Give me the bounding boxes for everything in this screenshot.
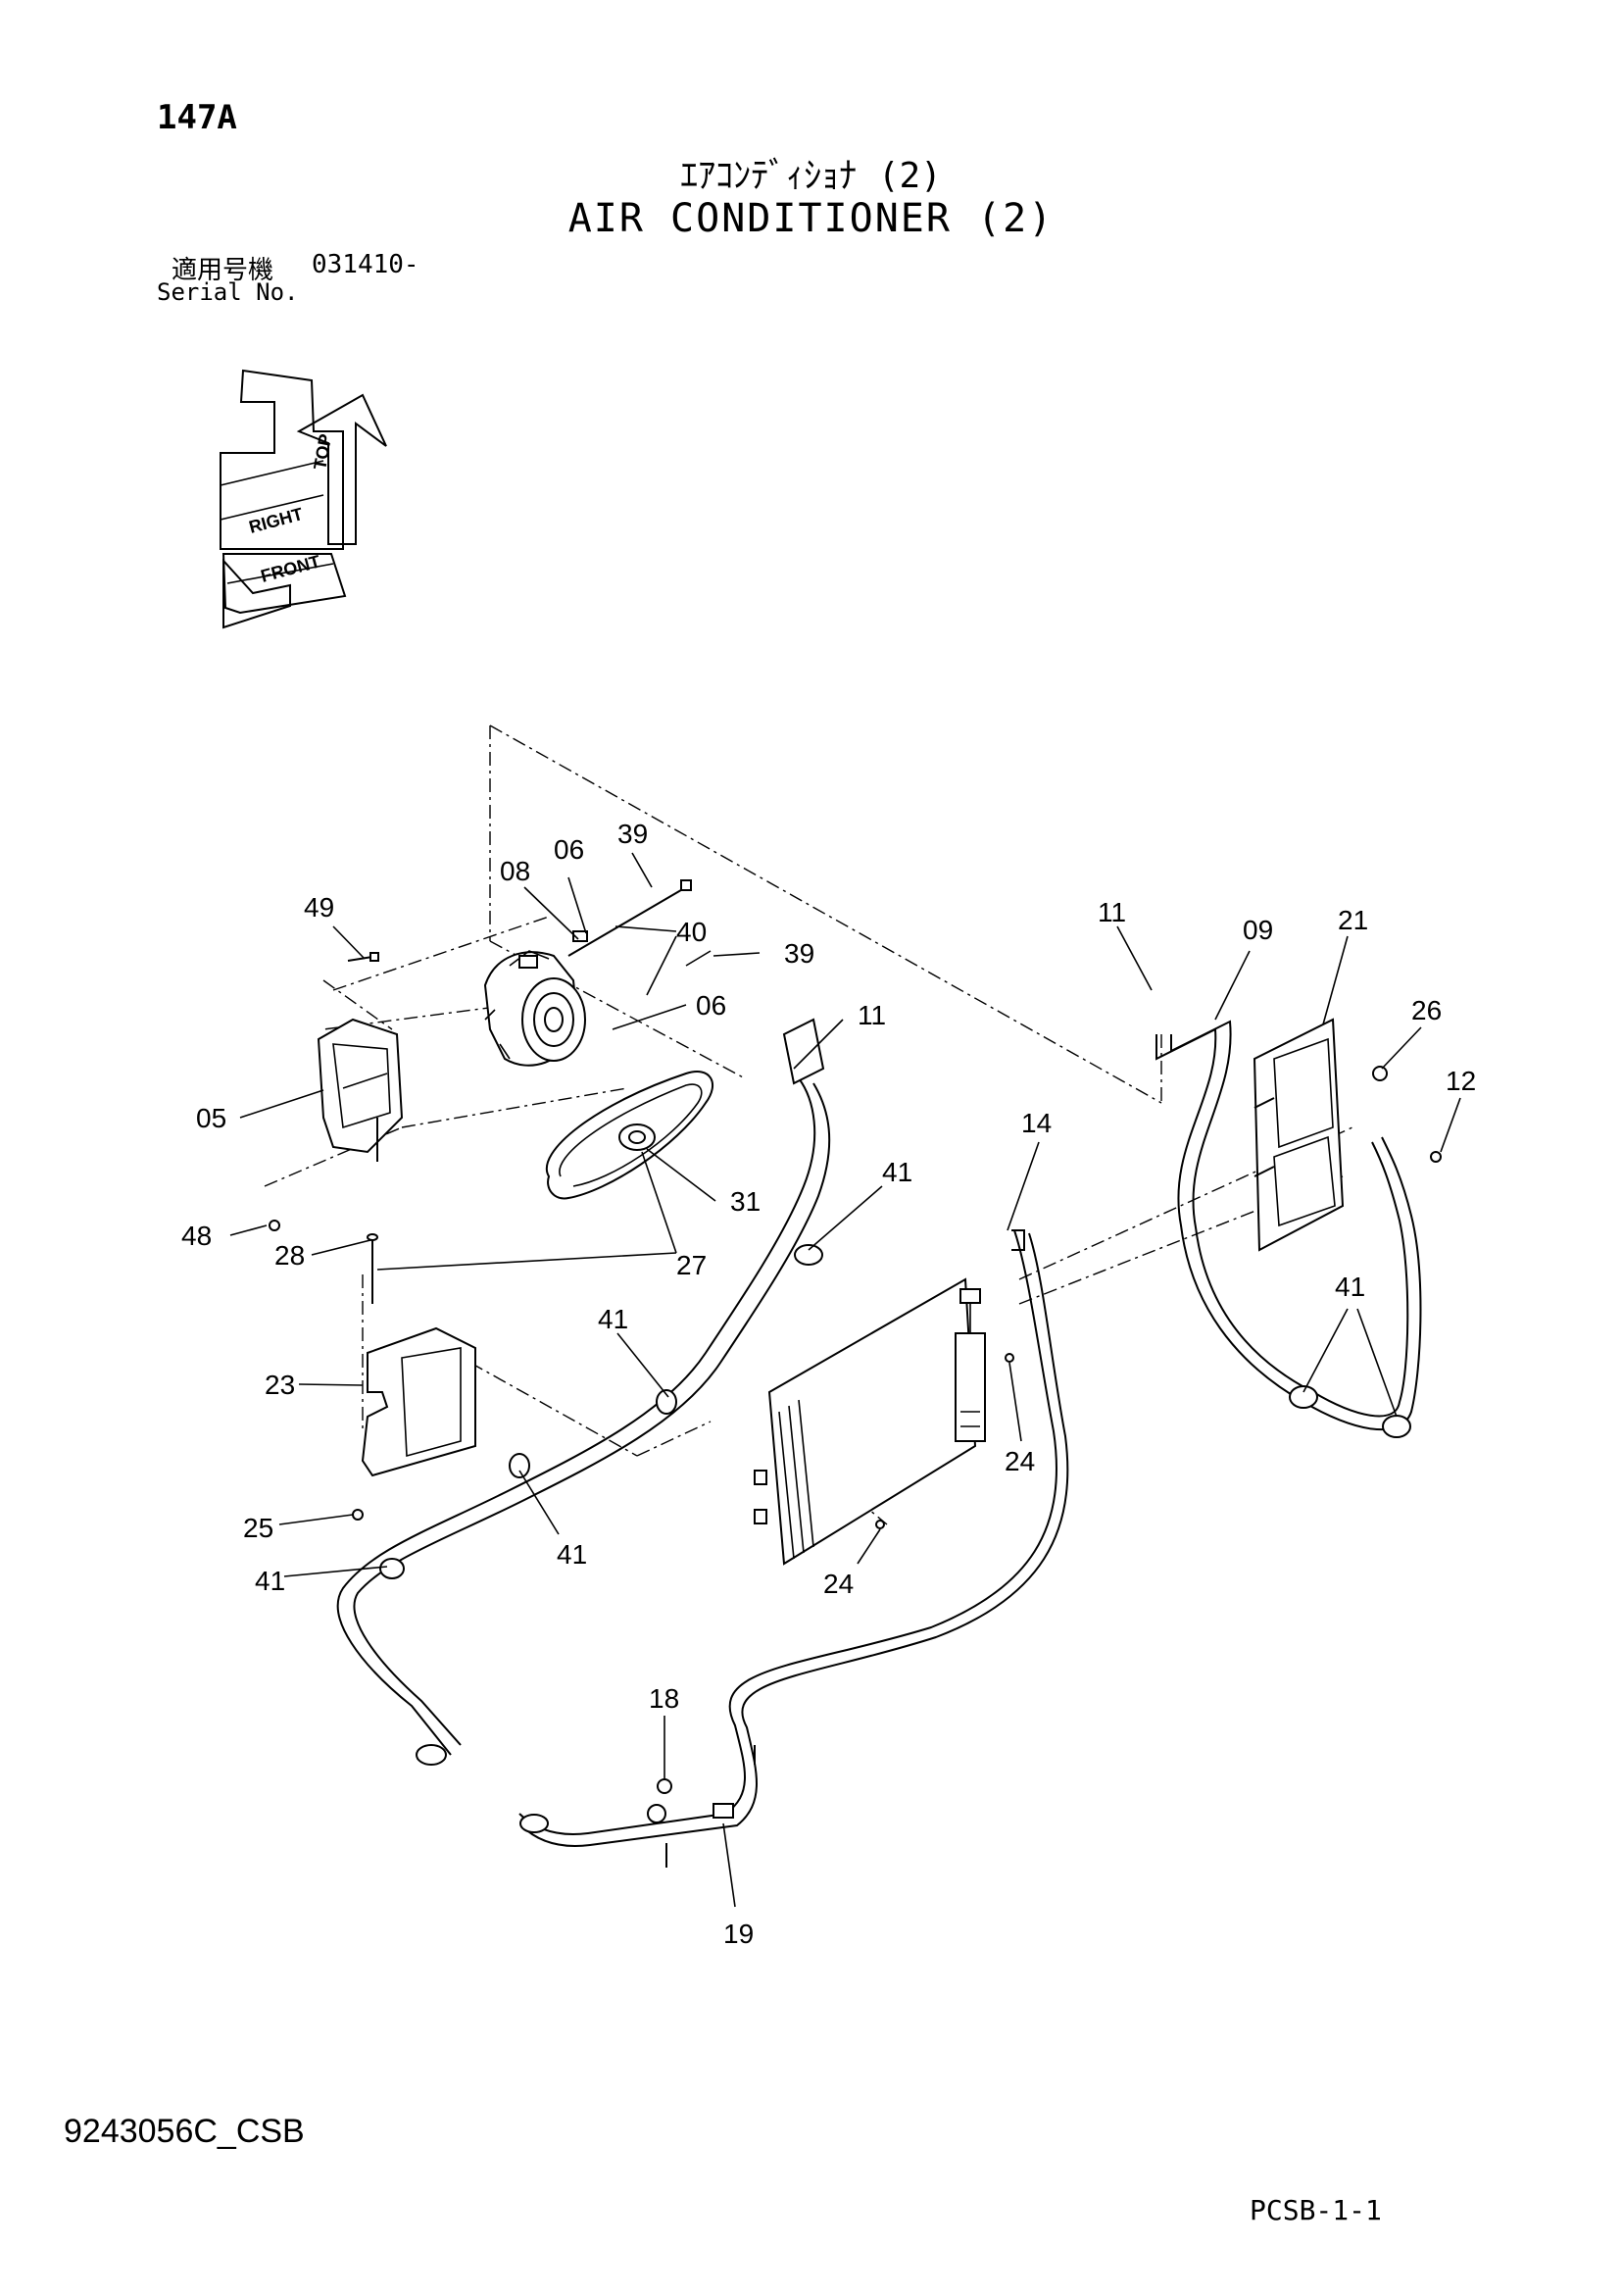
callout-49: 49: [304, 892, 334, 923]
serial-number-value: 031410-: [312, 250, 419, 279]
sheet-code: PCSB-1-1: [1250, 2194, 1382, 2226]
callout-39: 39: [784, 938, 814, 969]
callout-18: 18: [649, 1683, 679, 1714]
cover-plate: [352, 1326, 476, 1521]
callout-24: 24: [823, 1569, 854, 1599]
callout-48: 48: [181, 1221, 212, 1251]
orientation-indicator: TOP RIGHT FRONT: [220, 369, 387, 629]
callout-41: 41: [598, 1304, 628, 1334]
callout-14: 14: [1021, 1108, 1052, 1138]
callout-39: 39: [617, 819, 648, 849]
callout-21: 21: [1338, 905, 1368, 935]
page-number: 147A: [157, 98, 237, 137]
hose-clamp-bracket: [657, 1745, 756, 1868]
callout-05: 05: [196, 1103, 226, 1133]
callout-40: 40: [676, 917, 707, 947]
callout-06: 06: [554, 834, 584, 865]
callout-06: 06: [696, 990, 726, 1021]
callout-27: 27: [676, 1250, 707, 1280]
bracket: [269, 1018, 404, 1304]
callout-41: 41: [557, 1539, 587, 1570]
callout-09: 09: [1243, 915, 1273, 945]
callout-24: 24: [1005, 1446, 1035, 1476]
callout-19: 19: [723, 1919, 754, 1949]
callout-11: 11: [1098, 897, 1126, 927]
serial-label-japanese: 適用号機: [172, 256, 274, 285]
compressor: [483, 950, 586, 1067]
condenser: [754, 1277, 977, 1566]
belt-and-pulley: [546, 1071, 714, 1200]
callout-23: 23: [265, 1370, 295, 1400]
callout-12: 12: [1446, 1066, 1476, 1096]
orientation-front-label: FRONT: [259, 551, 322, 585]
evaporator-plates: [1253, 1018, 1442, 1252]
callout-41: 41: [1335, 1272, 1365, 1302]
callout-41: 41: [255, 1566, 285, 1596]
callout-25: 25: [243, 1513, 273, 1543]
callout-08: 08: [500, 856, 530, 886]
document-code: 9243056C_CSB: [64, 2113, 305, 2150]
leader-lines: [229, 852, 1461, 1908]
orientation-right-label: RIGHT: [247, 504, 305, 537]
callout-41: 41: [882, 1157, 912, 1187]
bolts-top: [347, 879, 712, 967]
title-japanese: ｴｱｺﾝﾃﾞｨｼｮﾅ (2): [680, 156, 942, 196]
page-title: AIR CONDITIONER (2): [567, 196, 1055, 241]
callout-28: 28: [274, 1240, 305, 1271]
callout-11: 11: [858, 1000, 886, 1030]
serial-label: Serial No.: [157, 278, 299, 306]
callout-31: 31: [730, 1186, 761, 1217]
callout-numbers: 49 08 06 39 40 39 06 11 05 31 48 28 27 4…: [181, 819, 1476, 1949]
receiver-drier: [875, 1288, 1014, 1529]
callout-26: 26: [1411, 995, 1442, 1025]
